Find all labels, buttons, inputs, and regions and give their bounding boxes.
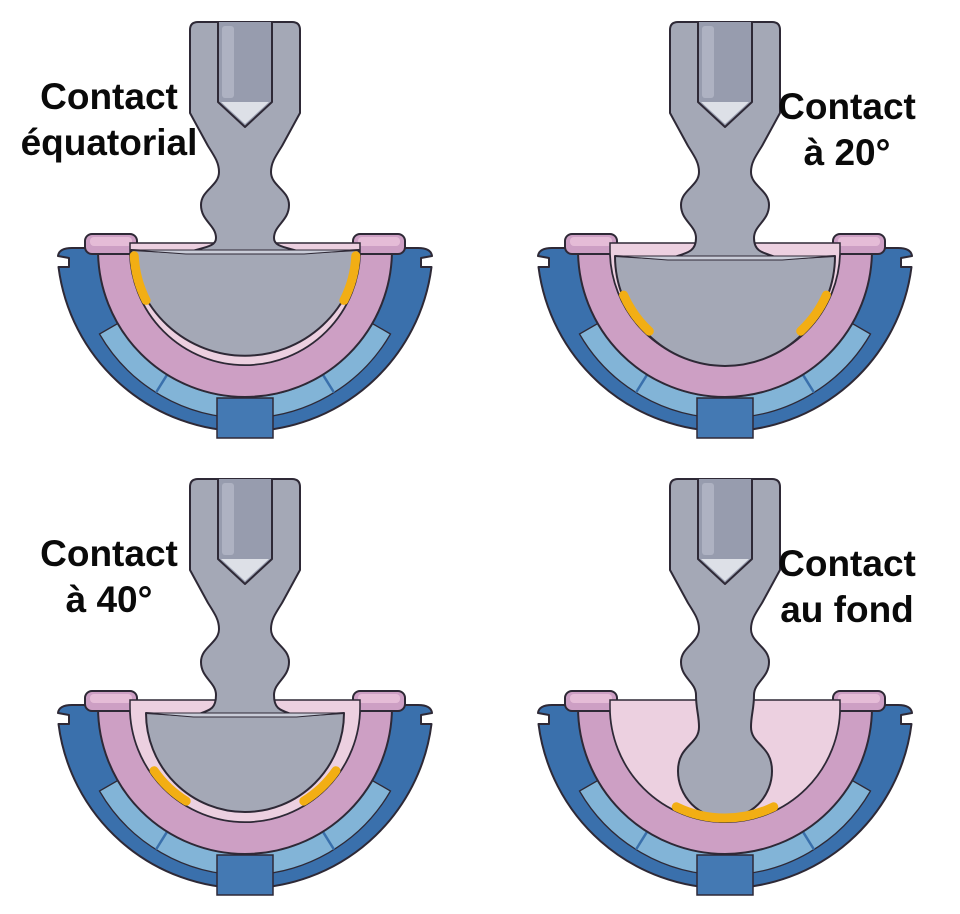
bore-side-highlight — [702, 483, 714, 555]
panel-label-line2: à 20° — [803, 132, 891, 173]
bore-tip-highlight — [701, 559, 749, 581]
bore-tip-highlight — [221, 559, 269, 581]
panel-label-equatorial: Contact équatorial — [2, 74, 216, 166]
liner-rim-face-right — [358, 237, 400, 246]
panel-label-40deg: Contact à 40° — [2, 531, 216, 623]
bore-side-highlight — [222, 26, 234, 98]
femoral-head-and-stem — [145, 478, 345, 813]
head-top-face — [131, 249, 359, 255]
prosthesis-cross-section-40deg — [57, 478, 433, 896]
shell-apex-hole — [216, 397, 274, 439]
bore-tip-highlight — [701, 102, 749, 124]
panel-label-20deg: Contact à 20° — [740, 84, 954, 176]
panel-label-line1: Contact — [40, 76, 178, 117]
head-top-face — [145, 712, 345, 718]
contact-zone-arc — [619, 290, 654, 336]
bore-tip-highlight — [221, 102, 269, 124]
shell-surface-step-line — [154, 374, 169, 394]
contact-zone-arc — [299, 766, 341, 806]
panel-label-line1: Contact — [40, 533, 178, 574]
liner-rim-face-left — [90, 237, 132, 246]
panel-label-line2: équatorial — [20, 122, 198, 163]
panel-contact-40deg: Contact à 40° — [0, 457, 480, 914]
liner-rim-face-left — [570, 237, 612, 246]
bore-side-highlight — [702, 26, 714, 98]
contact-zone-arc — [796, 290, 831, 336]
bore-side-highlight — [222, 483, 234, 555]
shell-surface-step-line — [801, 831, 816, 851]
panel-contact-equatorial: Contact équatorial — [0, 0, 480, 457]
liner-rim-face-right — [358, 694, 400, 703]
prosthesis-cross-section-equatorial — [57, 21, 433, 439]
femoral-head-and-stem — [130, 21, 360, 357]
head-top-face — [614, 255, 836, 261]
shell-surface-step-line — [321, 374, 336, 394]
panel-contact-20deg: Contact à 20° — [480, 0, 960, 457]
shell-surface-step-line — [154, 831, 169, 851]
contact-zone-arc — [671, 802, 779, 823]
liner-rim-face-right — [838, 237, 880, 246]
femoral-head-and-stem — [614, 21, 836, 367]
shell-surface-step-line — [321, 831, 336, 851]
contact-zone-arc — [339, 251, 361, 305]
prosthesis-cross-section-20deg — [537, 21, 913, 439]
panel-contact-au-fond: Contact au fond — [480, 457, 960, 914]
shell-apex-hole — [216, 854, 274, 896]
panel-label-line1: Contact — [778, 543, 916, 584]
shell-apex-hole — [696, 397, 754, 439]
liner-rim-face-left — [570, 694, 612, 703]
prosthesis-cross-section-au-fond — [537, 478, 913, 896]
panel-label-au-fond: Contact au fond — [740, 541, 954, 633]
panel-label-line1: Contact — [778, 86, 916, 127]
liner-rim-face-right — [838, 694, 880, 703]
panel-label-line2: à 40° — [65, 579, 153, 620]
shell-surface-step-line — [634, 831, 649, 851]
panel-label-line2: au fond — [780, 589, 914, 630]
shell-surface-step-line — [634, 374, 649, 394]
shell-surface-step-line — [801, 374, 816, 394]
shell-apex-hole — [696, 854, 754, 896]
liner-rim-face-left — [90, 694, 132, 703]
contact-zone-arc — [149, 766, 191, 806]
contact-zone-arc — [129, 251, 151, 305]
